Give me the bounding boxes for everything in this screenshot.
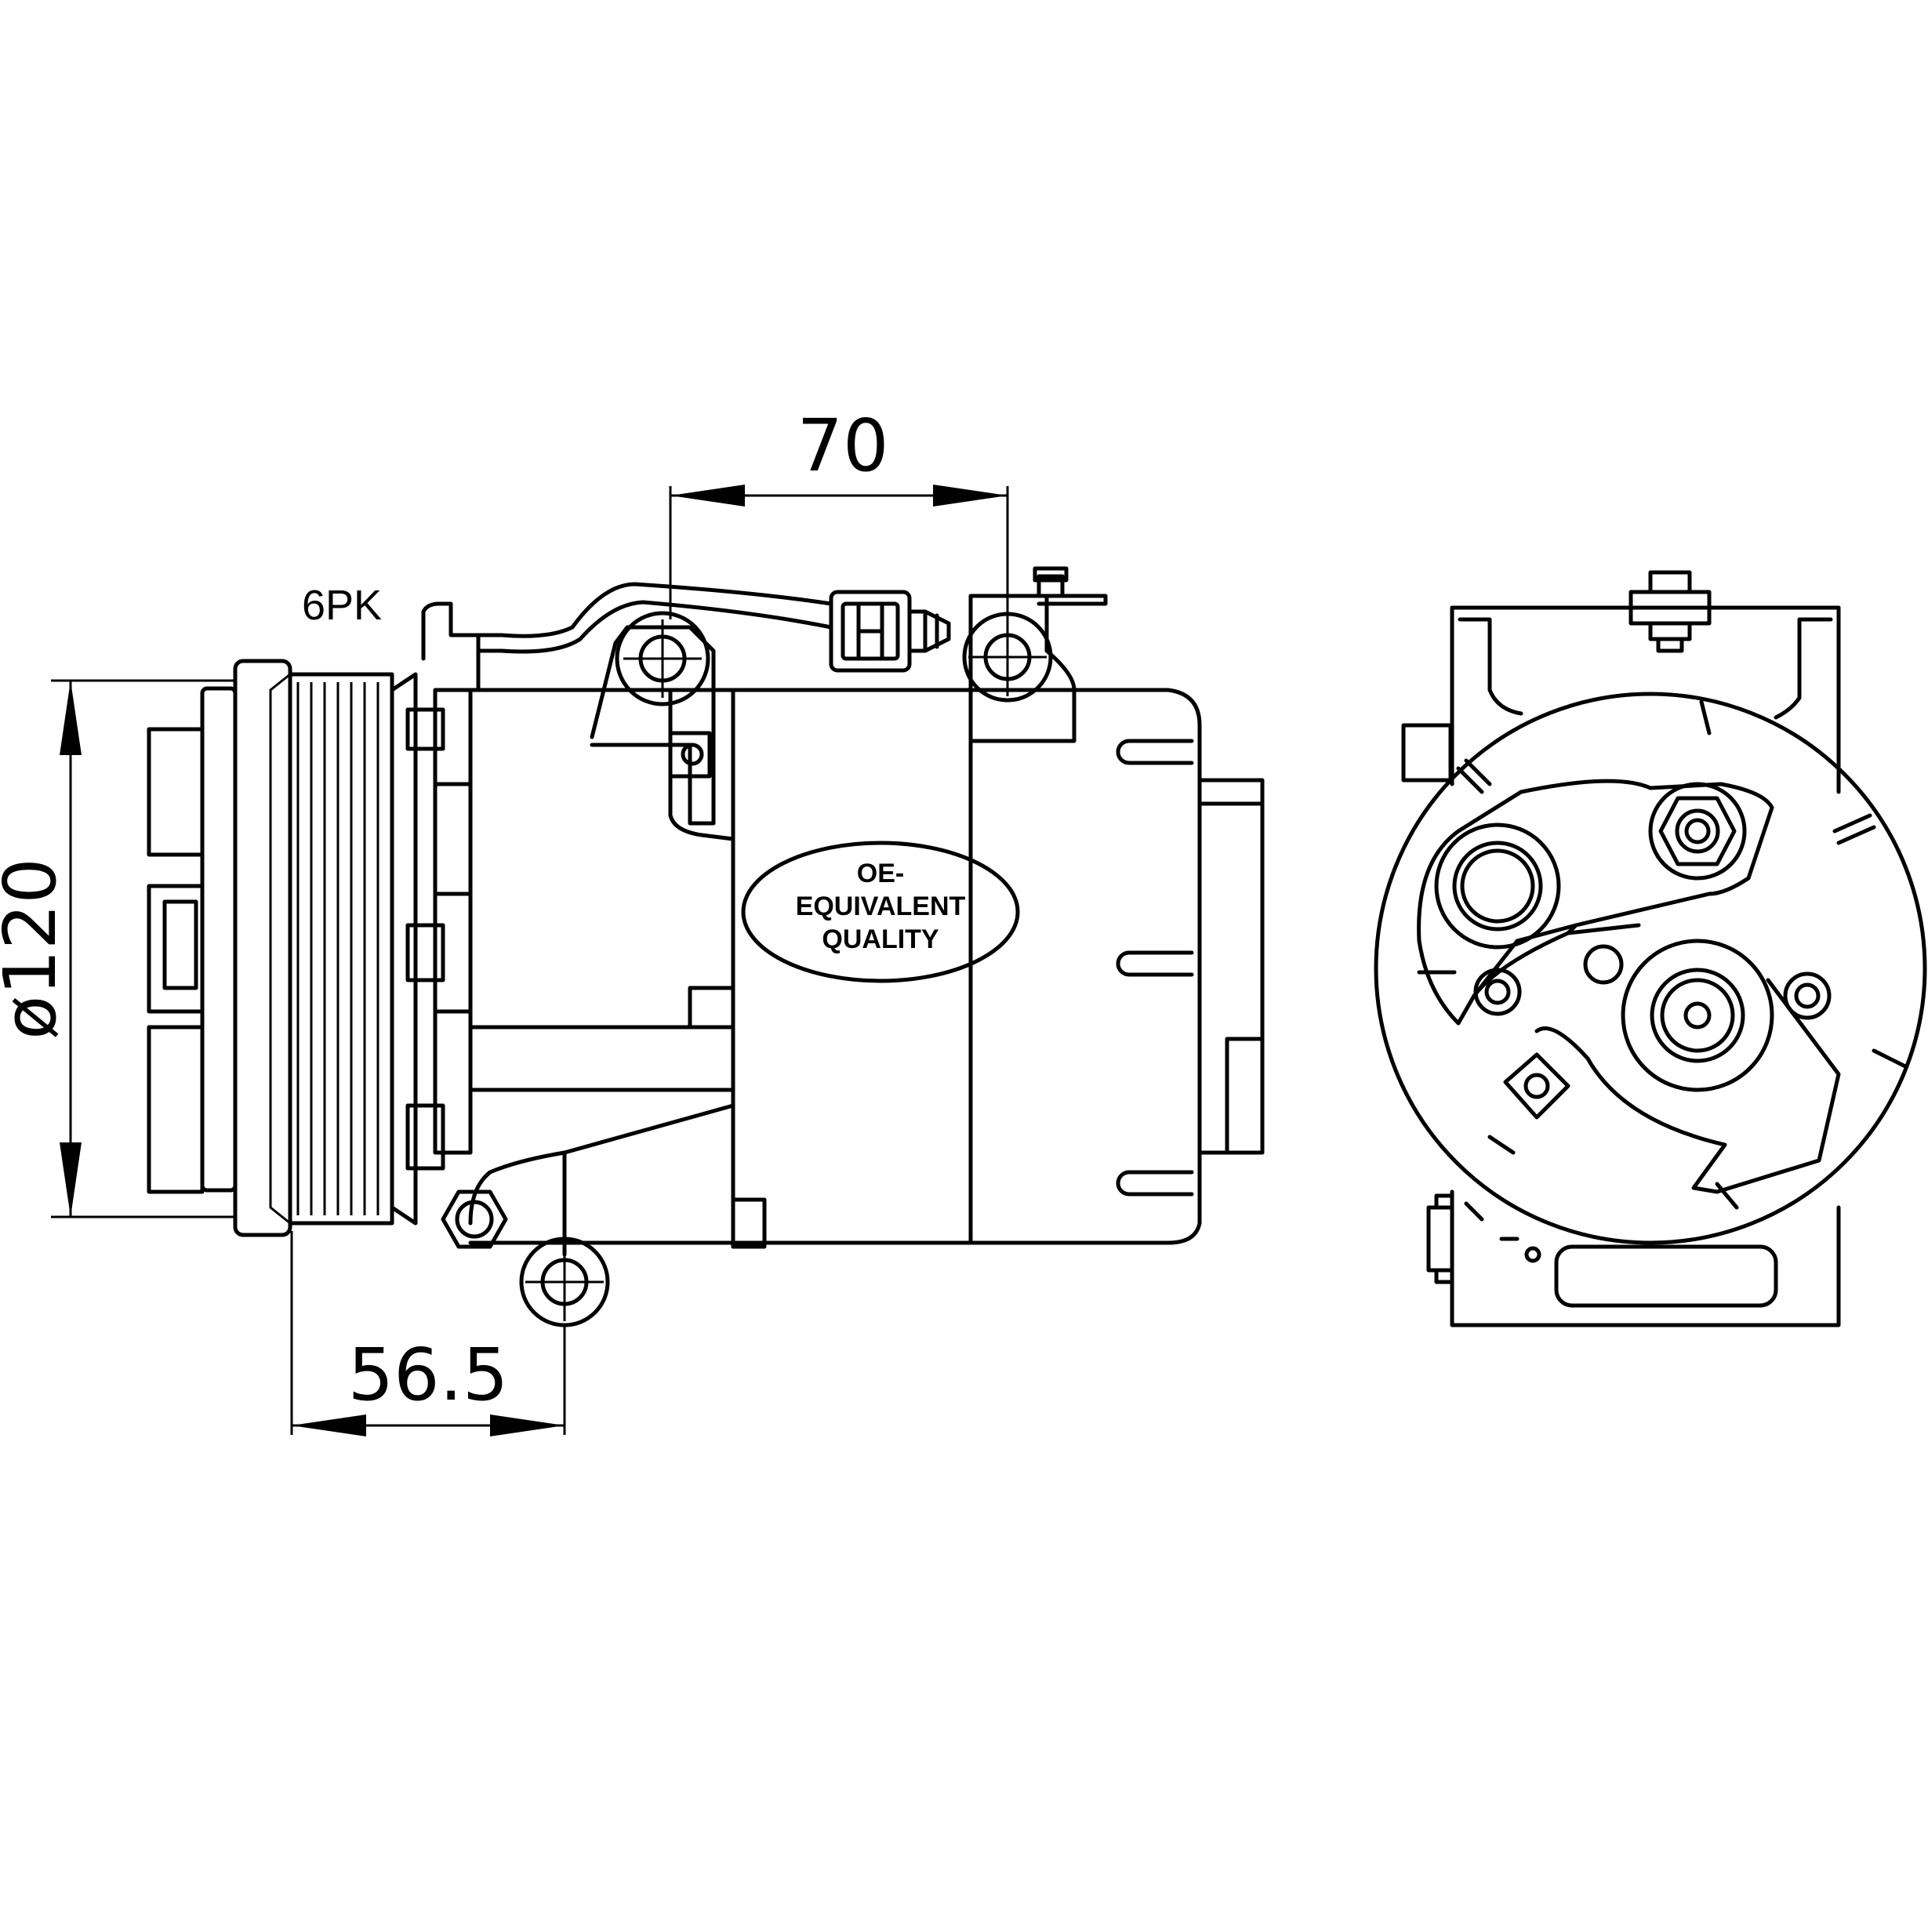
compressor-body [468, 688, 1265, 1249]
oe-quality-badge: OE- EQUIVALENT QUALITY [741, 841, 1020, 983]
front-clip [390, 672, 445, 1226]
top-mount-ear-left [590, 611, 735, 841]
dimension-diameter: ø120 [0, 679, 235, 1218]
pulley-grooves [296, 682, 379, 1215]
bottom-mount [441, 1088, 735, 1327]
belt-type-label: 6PK [302, 582, 382, 629]
dimension-top: 70 [669, 404, 1009, 619]
dimension-diameter-value: ø120 [0, 858, 72, 1040]
dimension-width-value: 70 [797, 404, 888, 488]
top-mount-ear-right [962, 566, 1108, 743]
dimension-offset-value: 56.5 [348, 1333, 509, 1417]
rear-view [1374, 570, 1927, 1327]
badge-line-1: OE- [857, 859, 904, 888]
pulley-6pk [269, 672, 394, 1226]
dimension-bottom: 56.5 [290, 1231, 566, 1436]
side-view: 6PK OE- EQUIVALENT QUALITY 70 56.5 [0, 404, 1265, 1436]
clutch-hub [147, 659, 292, 1237]
badge-line-3: QUALITY [822, 924, 939, 954]
wire-harness [421, 582, 951, 692]
badge-line-2: EQUIVALENT [796, 892, 966, 921]
